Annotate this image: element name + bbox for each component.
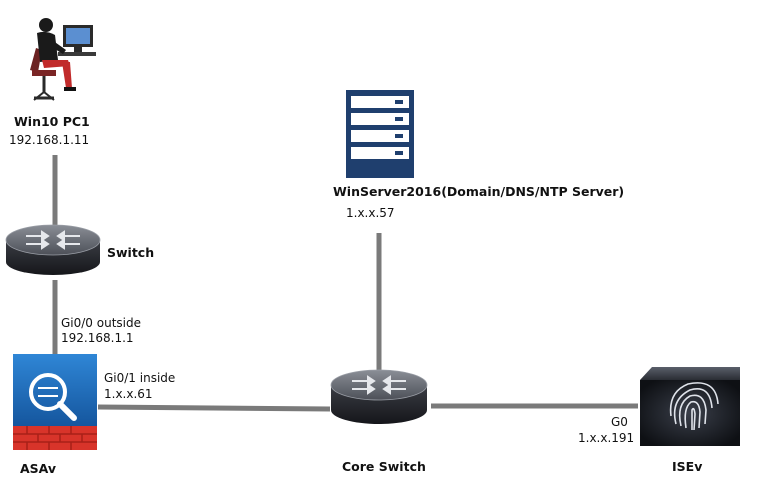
- asav-inside-if-label: Gi0/1 inside: [104, 371, 176, 385]
- switch-name-label: Switch: [107, 245, 155, 260]
- ise-ip-label: 1.x.x.191: [578, 431, 635, 445]
- links: [52, 155, 638, 412]
- server-ip-label: 1.x.x.57: [346, 206, 395, 220]
- core-switch-name-label: Core Switch: [342, 459, 426, 474]
- asav-outside-ip-label: 192.168.1.1: [61, 331, 134, 345]
- asav-outside-if-label: Gi0/0 outside: [61, 316, 141, 330]
- asav-name-label: ASAv: [20, 461, 57, 476]
- server-rack-icon: [346, 90, 414, 178]
- pc-ip-label: 192.168.1.11: [9, 133, 90, 147]
- link-asav-core: [97, 404, 331, 412]
- server-name-label: WinServer2016(Domain/DNS/NTP Server): [333, 184, 625, 199]
- core-switch-router-icon: [330, 369, 428, 424]
- pc-name-label: Win10 PC1: [14, 114, 90, 129]
- fingerprint-appliance-icon: [640, 367, 740, 446]
- ise-name-label: ISEv: [672, 459, 703, 474]
- switch-router-icon: [5, 224, 101, 275]
- person-at-computer-icon: [30, 18, 96, 101]
- asav-inside-ip-label: 1.x.x.61: [104, 387, 153, 401]
- ise-if-label: G0: [611, 415, 628, 429]
- firewall-magnifier-icon: [13, 354, 97, 450]
